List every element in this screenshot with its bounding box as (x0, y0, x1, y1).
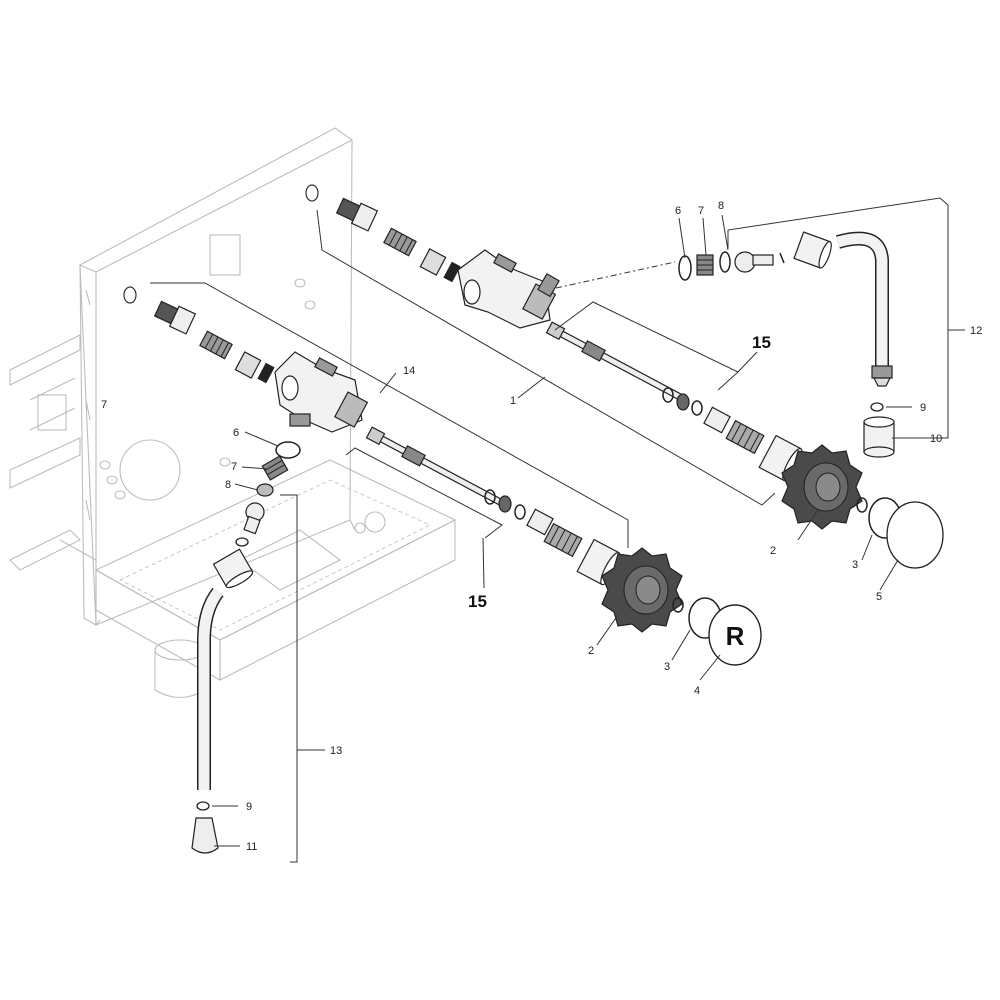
callout-15-lower: 15 (468, 592, 487, 611)
fitting-lower (153, 300, 197, 335)
badge-letter: R (726, 621, 745, 651)
ball-valve-upper (734, 251, 785, 273)
panel-oring-lower (123, 286, 137, 304)
callout-3-upper: 3 (852, 559, 858, 571)
spring-upper-2 (725, 419, 765, 455)
callout-8-lower: 8 (225, 479, 231, 491)
spring-lower (199, 330, 233, 360)
callout-7-upper: 7 (698, 205, 704, 217)
spring-upper (383, 227, 417, 257)
seal-stack-upper (662, 387, 731, 434)
washer-lower (257, 362, 275, 384)
callout-13: 13 (330, 745, 342, 757)
callout-8-upper: 8 (718, 200, 724, 212)
callout-3-lower: 3 (664, 661, 670, 673)
nut-upper (419, 248, 447, 276)
lower-valve-assembly: R (123, 286, 762, 666)
badge-disc-4: R (708, 604, 762, 666)
callout-9-upper: 9 (920, 402, 926, 414)
callout-10: 10 (930, 433, 942, 445)
callout-1: 1 (510, 395, 516, 407)
nozzle-10 (863, 416, 895, 458)
oring-6-upper (678, 255, 692, 281)
callout-labels: 1 2 2 3 3 4 5 6 6 7 7 7 8 8 9 9 10 11 12… (101, 200, 982, 853)
spring-7-upper (696, 254, 714, 276)
nut-lower (234, 351, 262, 379)
callout-14: 14 (403, 365, 415, 377)
callout-9-lower: 9 (246, 801, 252, 813)
pipe-nut-lower (212, 548, 254, 589)
callout-2-upper: 2 (770, 545, 776, 557)
oring-6-lower (275, 441, 301, 459)
knob-upper (781, 444, 863, 530)
seal-8-lower (256, 483, 274, 497)
oring-small-lower (672, 597, 684, 613)
seal-stack-lower (484, 489, 554, 536)
spring-7-lower (261, 455, 289, 481)
callout-4: 4 (694, 685, 700, 697)
oring-small-upper (856, 497, 868, 513)
stem-lower (365, 426, 505, 507)
steam-pipe-group (678, 231, 895, 458)
callout-6-lower: 6 (233, 427, 239, 439)
valve-body-lower (274, 351, 369, 433)
oring-9-upper (870, 402, 884, 412)
callout-2-lower: 2 (588, 645, 594, 657)
leader-lines (150, 197, 965, 863)
oring-9-lower (196, 801, 210, 811)
callout-11: 11 (246, 841, 257, 853)
knob-lower (601, 547, 683, 633)
panel-oring-upper (305, 184, 319, 202)
water-pipe-group (191, 441, 301, 854)
callout-6-upper: 6 (675, 205, 681, 217)
fitting-upper (335, 197, 379, 232)
nozzle-11 (191, 817, 219, 854)
upper-valve-assembly (305, 184, 944, 569)
ball-valve-lower (235, 502, 265, 547)
washer-upper (443, 261, 461, 283)
callout-7-lower: 7 (231, 461, 237, 473)
callout-7-frame: 7 (101, 399, 107, 411)
spring-lower-2 (543, 522, 583, 558)
cover-disc-5 (886, 501, 944, 569)
ghost-machine-frame (9, 127, 457, 699)
pipe-tip (871, 365, 893, 387)
callout-5: 5 (876, 591, 882, 603)
seal-8-upper (719, 251, 731, 273)
callout-12: 12 (970, 325, 982, 337)
valve-body-upper (457, 249, 560, 329)
callout-15-upper: 15 (752, 333, 771, 352)
pipe-nut-upper (793, 231, 832, 269)
steam-pipe (836, 231, 889, 372)
